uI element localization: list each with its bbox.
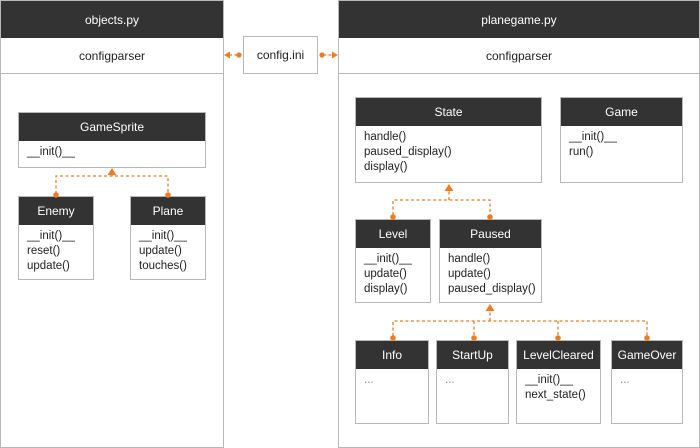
connector-dot <box>555 335 561 341</box>
arrow-left-icon <box>224 51 230 59</box>
class-info: Info ... <box>355 340 429 424</box>
connector-dot <box>487 214 493 220</box>
method: __init()__ <box>525 374 573 386</box>
class-level-name: Level <box>356 220 430 248</box>
connector-dot <box>53 192 59 198</box>
class-level: Level __init()__ update() display() <box>355 219 431 303</box>
method: update() <box>364 268 407 280</box>
method: touches() <box>139 260 187 272</box>
class-state-name: State <box>356 98 541 126</box>
class-enemy-name: Enemy <box>19 197 93 225</box>
inherit-paused <box>392 306 648 336</box>
config-ini-box: config.ini <box>243 36 318 74</box>
method: run() <box>569 146 594 158</box>
method-placeholder: ... <box>445 374 455 386</box>
method: __init()__ <box>27 230 75 242</box>
method: __init()__ <box>139 230 187 242</box>
class-gamesprite: GameSprite __init()__ <box>18 112 206 168</box>
method: update() <box>27 260 70 272</box>
connector-dot <box>644 335 650 341</box>
class-levelcleared: LevelCleared __init()__ next_state() <box>516 340 601 424</box>
class-enemy: Enemy __init()__ reset() update() <box>18 196 94 280</box>
connector-dot <box>319 52 325 58</box>
method: display() <box>364 161 408 173</box>
connector-dot <box>390 214 396 220</box>
planegame-py-configparser: configparser <box>339 38 699 74</box>
objects-py-title: objects.py <box>1 1 223 38</box>
class-gameover-name: GameOver <box>612 341 682 369</box>
connector-dot <box>165 192 171 198</box>
class-gamesprite-name: GameSprite <box>19 113 205 141</box>
method: update() <box>139 245 182 257</box>
method: display() <box>364 283 408 295</box>
method-placeholder: ... <box>364 374 374 386</box>
method: update() <box>448 268 491 280</box>
method: reset() <box>27 245 61 257</box>
class-startup-name: StartUp <box>437 341 508 369</box>
class-state: State handle() paused_display() display(… <box>355 97 542 183</box>
method: __init()__ <box>569 131 617 143</box>
class-gameover: GameOver ... <box>611 340 683 424</box>
inherit-arrow-icon <box>485 304 495 311</box>
connector-dot <box>390 335 396 341</box>
class-paused-name: Paused <box>440 220 541 248</box>
class-plane-name: Plane <box>131 197 205 225</box>
class-paused: Paused handle() update() paused_display(… <box>439 219 542 303</box>
class-startup: StartUp ... <box>436 340 509 424</box>
class-plane: Plane __init()__ update() touches() <box>130 196 206 280</box>
method: __init()__ <box>27 146 75 158</box>
method: handle() <box>364 131 407 143</box>
inherit-arrow-icon <box>107 168 117 175</box>
method: __init()__ <box>364 253 412 265</box>
method: paused_display() <box>364 146 452 158</box>
method: handle() <box>448 253 491 265</box>
inherit-state <box>392 186 491 215</box>
objects-py-configparser: configparser <box>1 38 223 74</box>
method: next_state() <box>525 389 586 401</box>
planegame-py-title: planegame.py <box>339 1 699 38</box>
class-game: Game __init()__ run() <box>560 97 683 183</box>
connector-dot <box>236 52 242 58</box>
class-game-name: Game <box>561 98 682 126</box>
arrow-right-icon <box>332 51 338 59</box>
connector-dot <box>471 335 477 341</box>
class-info-name: Info <box>356 341 428 369</box>
method-placeholder: ... <box>620 374 630 386</box>
method: paused_display() <box>448 283 536 295</box>
inherit-arrow-icon <box>444 184 454 191</box>
class-levelcleared-name: LevelCleared <box>517 341 600 369</box>
